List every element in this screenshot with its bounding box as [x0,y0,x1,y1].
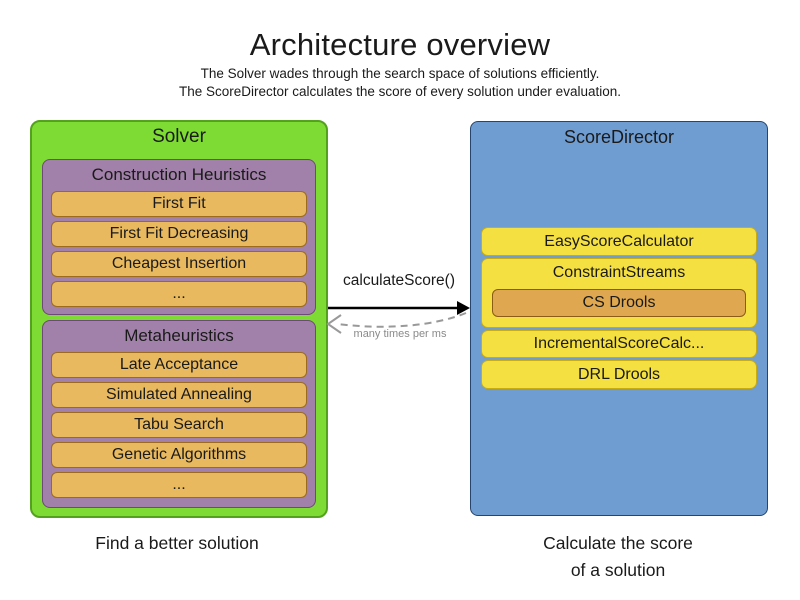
page-title: Architecture overview [249,27,551,62]
solver-label: Solver [152,126,206,147]
algorithm-item-first-fit-decreasing: First Fit Decreasing [51,221,307,247]
subtitle-line-1: The Solver wades through the search spac… [200,66,600,81]
drl-drools-box: DRL Drools [481,360,757,389]
constraint-streams-label: ConstraintStreams [552,264,686,281]
score-director-caption-line-1: Calculate the score [543,533,693,553]
construction-heuristics-label: Construction Heuristics [91,165,267,184]
metaheuristics-box: Metaheuristics Late Acceptance Simulated… [42,320,316,508]
metaheuristics-items: Late Acceptance Simulated Annealing Tabu… [51,352,307,498]
algorithm-item-first-fit: First Fit [51,191,307,217]
metaheuristics-label: Metaheuristics [124,326,234,345]
easy-score-calculator-box: EasyScoreCalculator [481,227,757,256]
construction-heuristics-box: Construction Heuristics First Fit First … [42,159,316,315]
algorithm-item-cheapest-insertion: Cheapest Insertion [51,251,307,277]
algorithm-item-late-acceptance: Late Acceptance [51,352,307,378]
incremental-score-calculator-box: IncrementalScoreCalc... [481,330,757,358]
solver-caption: Find a better solution [95,533,259,553]
solver-box: Solver Construction Heuristics First Fit… [30,120,328,518]
dashed-return-arrow [326,312,467,334]
calculate-score-call-label: calculateScore() [343,272,455,289]
subtitle-line-2: The ScoreDirector calculates the score o… [179,84,621,99]
score-director-caption-line-2: of a solution [570,560,666,580]
calculate-score-arrows [326,301,470,334]
algorithm-item-tabu-search: Tabu Search [51,412,307,438]
frequency-label: many times per ms [353,328,447,340]
algorithm-item-genetic-algorithms: Genetic Algorithms [51,442,307,468]
solid-right-arrow [328,301,470,315]
score-director-caption: Calculate the score of a solution [470,530,766,584]
construction-heuristics-items: First Fit First Fit Decreasing Cheapest … [51,191,307,307]
algorithm-item-mh-ellipsis: ... [51,472,307,498]
score-director-label: ScoreDirector [563,127,675,147]
algorithm-item-ch-ellipsis: ... [51,281,307,307]
score-director-box: ScoreDirector EasyScoreCalculator Constr… [470,121,768,516]
algorithm-item-simulated-annealing: Simulated Annealing [51,382,307,408]
constraint-streams-box: ConstraintStreams CS Drools [481,258,757,328]
cs-drools-box: CS Drools [492,289,746,317]
